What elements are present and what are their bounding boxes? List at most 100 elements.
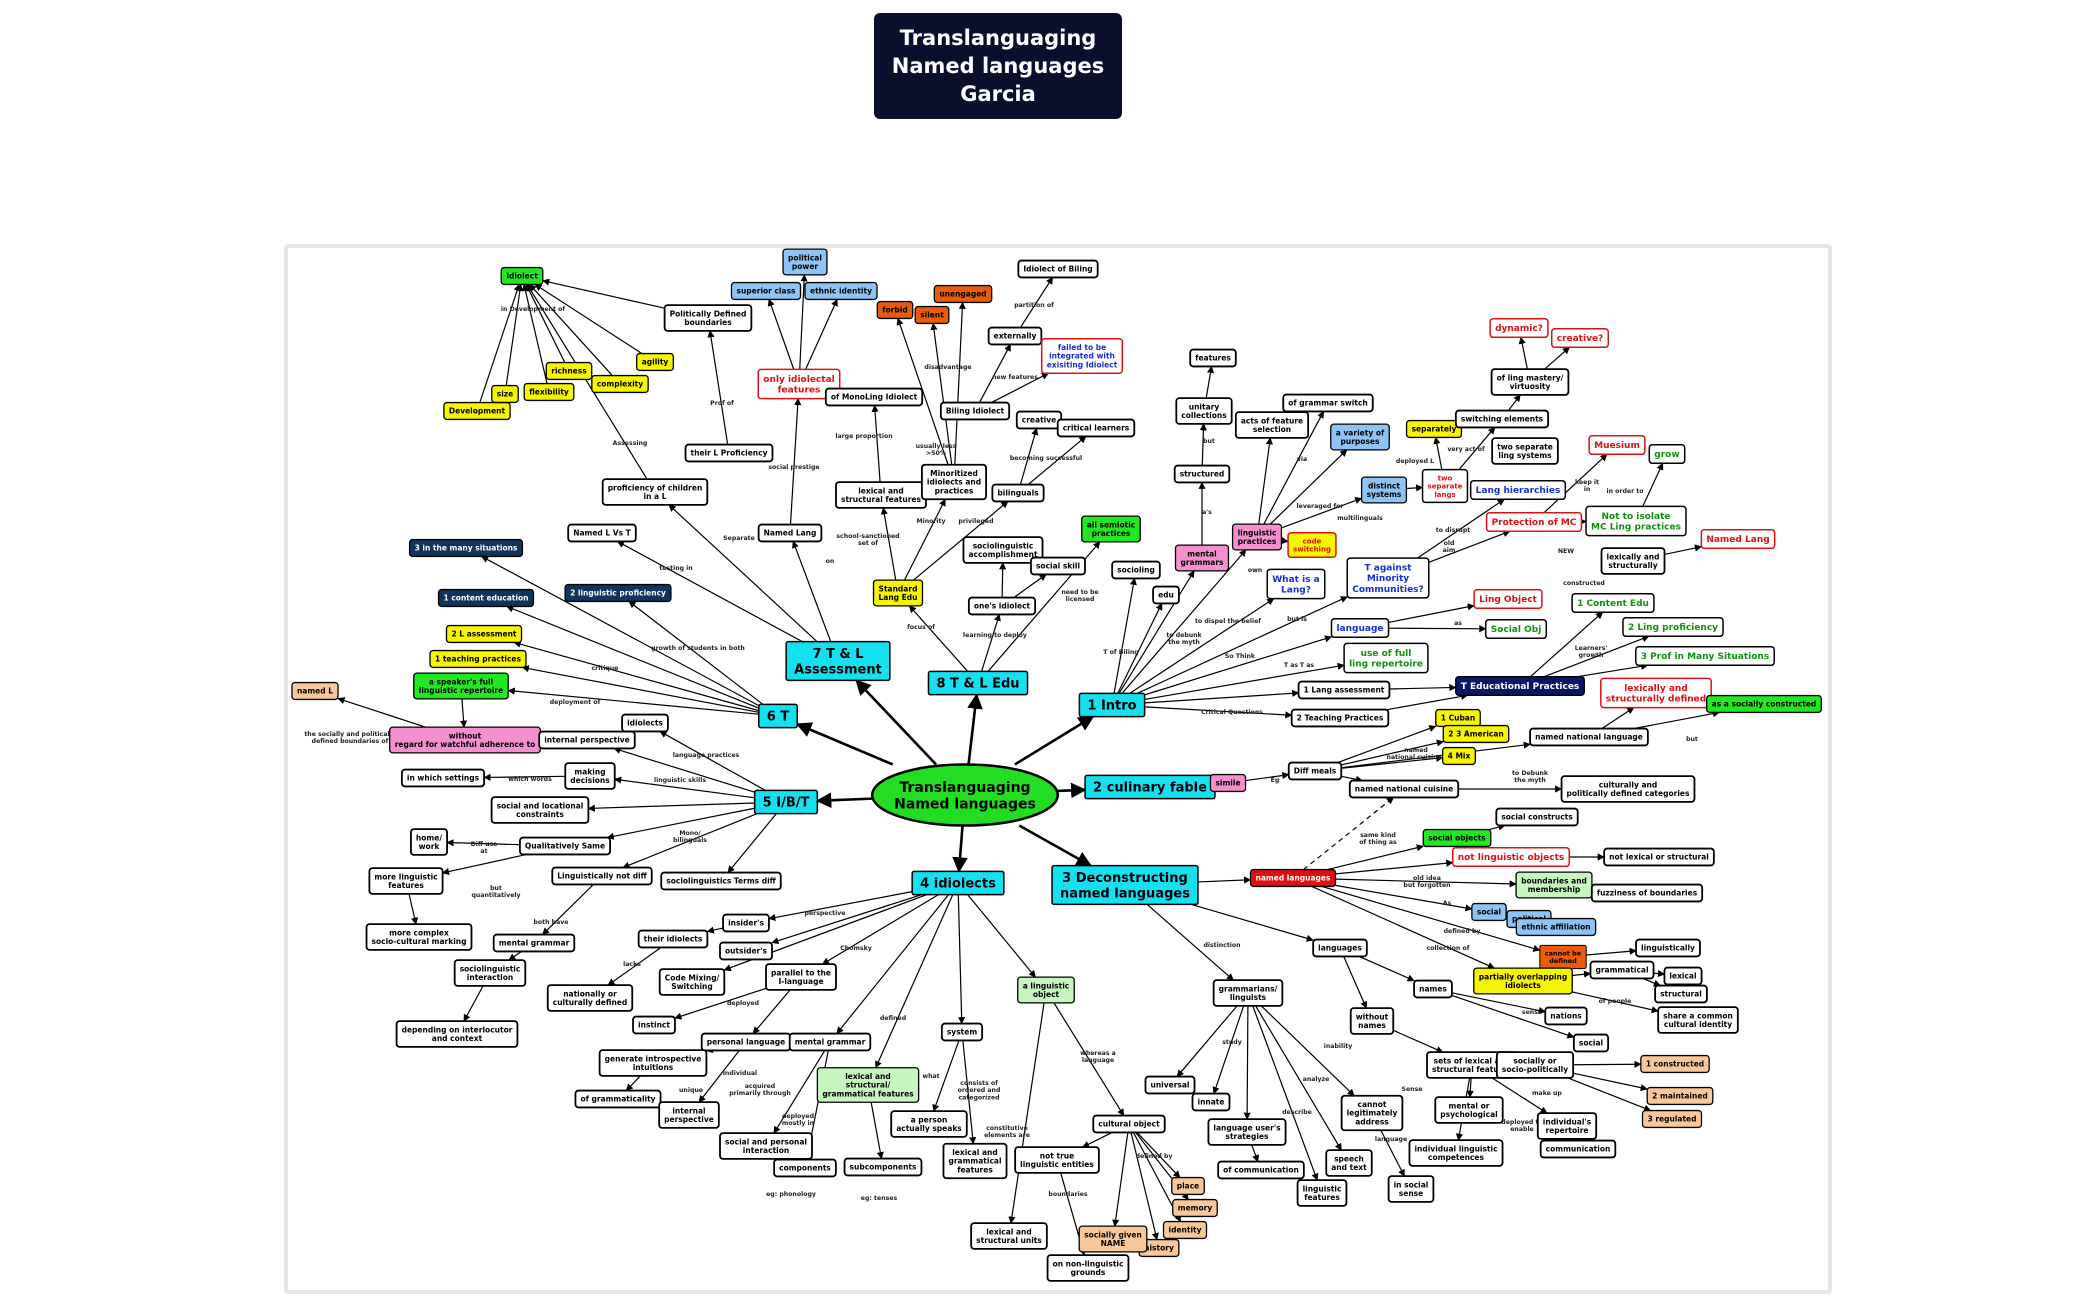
node-insettings[interactable]: in which settings <box>400 768 486 788</box>
node-innate[interactable]: innate <box>1191 1092 1231 1112</box>
node-flexibility[interactable]: flexibility <box>523 382 575 402</box>
node-namedlvst[interactable]: Named L Vs T <box>567 523 637 543</box>
node-constructed[interactable]: 1 constructed <box>1640 1054 1710 1074</box>
node-languages[interactable]: languages <box>1312 938 1368 958</box>
node-social[interactable]: social <box>1471 902 1507 922</box>
node-language[interactable]: language <box>1330 617 1390 639</box>
node-cuban[interactable]: 1 Cuban <box>1435 708 1481 728</box>
node-unengaged[interactable]: unengaged <box>933 284 993 304</box>
node-mentalgram3[interactable]: mental grammar <box>788 1032 872 1052</box>
node-place[interactable]: place <box>1171 1176 1205 1196</box>
node-universal[interactable]: universal <box>1144 1075 1196 1095</box>
node-ofgram[interactable]: of grammaticality <box>574 1089 662 1109</box>
node-notlex[interactable]: not lexical or structural <box>1603 847 1715 867</box>
node-agility[interactable]: agility <box>636 352 674 372</box>
node-communication[interactable]: communication <box>1539 1139 1617 1159</box>
node-theirlprof[interactable]: their L Proficiency <box>684 443 774 463</box>
node-lassess[interactable]: 2 L assessment <box>445 624 523 644</box>
node-outsiders[interactable]: outsider's <box>719 941 773 961</box>
node-nations[interactable]: nations <box>1544 1006 1588 1026</box>
node-contentedu[interactable]: 1 content education <box>437 588 535 608</box>
node-sociallycons[interactable]: as a socially constructed <box>1706 694 1822 714</box>
node-qualsame[interactable]: Qualitatively Same <box>519 836 611 856</box>
node-namednat[interactable]: named national language <box>1529 727 1649 747</box>
node-memory[interactable]: memory <box>1172 1198 1218 1218</box>
node-identity[interactable]: identity <box>1162 1220 1208 1240</box>
node-richness[interactable]: richness <box>545 361 593 381</box>
node-ofcomm[interactable]: of communication <box>1217 1160 1305 1180</box>
node-teachprac[interactable]: 1 teaching practices <box>429 649 527 669</box>
node-american[interactable]: 2 3 American <box>1442 724 1510 744</box>
node-socialobj[interactable]: Social Obj <box>1484 618 1548 640</box>
node-ethnic1[interactable]: ethnic identity <box>804 281 878 301</box>
node-theiridio[interactable]: their idiolects <box>637 929 709 949</box>
node-dynamic[interactable]: dynamic? <box>1489 317 1549 339</box>
node-idiolects[interactable]: idiolects <box>621 713 669 733</box>
node-onesidio[interactable]: one's idiolect <box>967 596 1037 616</box>
node-b8[interactable]: 8 T & L Edu <box>927 670 1029 696</box>
node-silent[interactable]: silent <box>914 305 950 325</box>
node-grammarians[interactable]: grammarians/linguists <box>1212 979 1284 1007</box>
node-langhier[interactable]: Lang hierarchies <box>1469 479 1567 501</box>
node-sociotermsdiff[interactable]: sociolinguistics Terms diff <box>660 871 782 891</box>
node-museum[interactable]: Muesium <box>1588 434 1646 456</box>
node-components[interactable]: components <box>773 1158 837 1178</box>
node-socialobjects[interactable]: social objects <box>1422 828 1492 848</box>
node-structural[interactable]: structural <box>1654 984 1708 1004</box>
node-maintained[interactable]: 2 maintained <box>1646 1086 1714 1106</box>
node-superior[interactable]: superior class <box>730 281 802 301</box>
node-grow[interactable]: grow <box>1648 443 1686 465</box>
node-namedlanguages[interactable]: named languages <box>1249 868 1337 888</box>
node-bilinguals[interactable]: bilinguals <box>991 483 1045 503</box>
node-inmany[interactable]: 3 in the many situations <box>408 538 524 558</box>
node-personallang[interactable]: personal language <box>700 1032 792 1052</box>
node-b6[interactable]: 6 T <box>758 703 798 729</box>
node-creativeq[interactable]: creative? <box>1550 327 1610 349</box>
node-switchelem[interactable]: switching elements <box>1454 409 1550 429</box>
node-socioling[interactable]: socioling <box>1111 560 1161 580</box>
node-subcomponents[interactable]: subcomponents <box>843 1157 923 1177</box>
